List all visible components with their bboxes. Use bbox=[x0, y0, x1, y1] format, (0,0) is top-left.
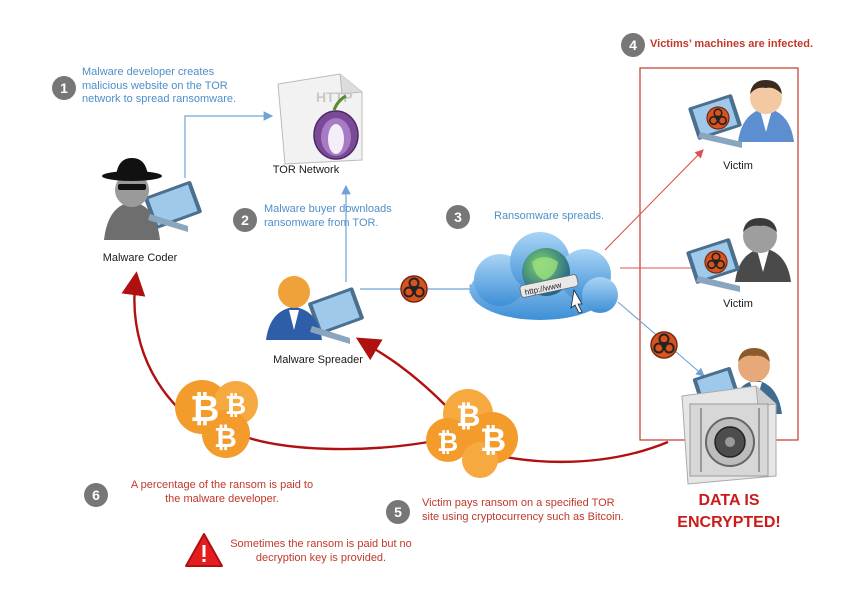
http-badge-text: HTTP bbox=[316, 89, 353, 105]
step-5-badge: 5 bbox=[386, 500, 410, 524]
step-5-line: Victim pays ransom on a specified TOR bbox=[422, 497, 615, 509]
step-5-line: site using cryptocurrency such as Bitcoi… bbox=[422, 510, 624, 523]
arrow-bitcoin-to-bitcoin bbox=[239, 433, 441, 451]
encrypted-safe-icon bbox=[681, 385, 777, 485]
step-6-text: A percentage of the ransom is paid to th… bbox=[116, 479, 328, 506]
encrypted-line: DATA IS bbox=[698, 492, 760, 509]
step-1-badge: 1 bbox=[52, 76, 76, 100]
cursor-icon bbox=[570, 288, 583, 314]
internet-cloud-icon: http://www bbox=[470, 232, 618, 320]
bitcoin-coins-right-icon: ₿ ₿ ₿ bbox=[426, 389, 518, 478]
step-1-line: network to spread ransomware. bbox=[82, 93, 237, 105]
step-2-line: Malware buyer downloads bbox=[264, 203, 392, 215]
warning-text: Sometimes the ransom is paid but no decr… bbox=[218, 538, 424, 565]
encrypted-line: ENCRYPTED! bbox=[677, 514, 781, 531]
step-3-badge: 3 bbox=[446, 205, 470, 229]
svg-text:₿: ₿ bbox=[456, 399, 480, 434]
victim-1-label: Victim bbox=[723, 160, 753, 172]
svg-text:₿: ₿ bbox=[225, 391, 246, 421]
malware-coder-label: Malware Coder bbox=[102, 252, 178, 264]
malware-spreader-icon bbox=[266, 276, 364, 344]
step-2-badge: 2 bbox=[233, 208, 257, 232]
warning-line: decryption key is provided. bbox=[255, 551, 387, 564]
step-6-badge: 6 bbox=[84, 483, 108, 507]
step-2-text: Malware buyer downloads ransomware from … bbox=[264, 203, 392, 230]
step-4-badge: 4 bbox=[621, 33, 645, 57]
arrow-cloud-to-victim-1 bbox=[604, 149, 704, 251]
svg-text:₿: ₿ bbox=[190, 389, 219, 430]
arrow-bitcoin-to-spreader bbox=[355, 337, 446, 406]
tor-document-icon: HTTP bbox=[277, 73, 363, 165]
step-1-text: Malware developer creates malicious webs… bbox=[82, 66, 236, 107]
victim-1-icon bbox=[688, 80, 794, 148]
step-4-text: Victims’ machines are infected. bbox=[650, 38, 814, 50]
step-1-line: malicious website on the TOR bbox=[82, 79, 228, 92]
biohazard-icon bbox=[400, 275, 428, 303]
step-1-line: Malware developer creates bbox=[82, 66, 215, 78]
step-5-text: Victim pays ransom on a specified TOR si… bbox=[422, 497, 624, 524]
malware-spreader-label: Malware Spreader bbox=[273, 354, 363, 366]
malware-coder-icon bbox=[102, 158, 202, 240]
arrow-bitcoin-to-coder bbox=[121, 271, 181, 411]
svg-text:₿: ₿ bbox=[214, 421, 237, 454]
warning-triangle-icon bbox=[185, 533, 223, 567]
data-encrypted-label: DATA IS ENCRYPTED! bbox=[662, 490, 796, 534]
step-6-line: A percentage of the ransom is paid to bbox=[130, 479, 314, 491]
step-2-line: ransomware from TOR. bbox=[264, 216, 379, 229]
tor-network-label: TOR Network bbox=[272, 164, 340, 176]
victim-2-label: Victim bbox=[723, 298, 753, 310]
victim-2-icon bbox=[686, 218, 791, 292]
arrow-coder-to-tor bbox=[184, 111, 274, 178]
svg-text:₿: ₿ bbox=[437, 428, 458, 458]
biohazard-icon bbox=[650, 331, 678, 359]
step-6-line: the malware developer. bbox=[165, 492, 279, 505]
bitcoin-coins-left-icon: ₿ ₿ ₿ bbox=[175, 380, 258, 458]
warning-line: Sometimes the ransom is paid but no bbox=[230, 538, 412, 550]
step-3-text: Ransomware spreads. bbox=[494, 210, 605, 222]
svg-text:₿: ₿ bbox=[480, 421, 506, 459]
